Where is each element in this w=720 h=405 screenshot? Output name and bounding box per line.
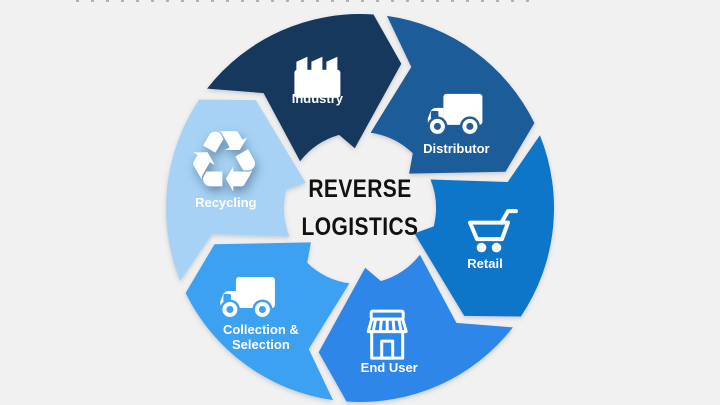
- shopping-cart-icon: [468, 209, 518, 253]
- segment-label-distributor: Distributor: [423, 141, 489, 156]
- storefront-icon: [366, 309, 408, 360]
- delivery-truck-icon: [219, 277, 275, 320]
- segment-industry: Industry: [207, 14, 402, 162]
- factory-icon: [294, 56, 341, 98]
- diagram-title-line1: REVERSE: [308, 175, 412, 203]
- segment-collection-selection: Collection &Selection: [185, 242, 350, 401]
- segment-retail: Retail: [414, 135, 555, 317]
- diagram-title-line2: LOGISTICS: [301, 213, 419, 241]
- segment-distributor: Distributor: [370, 15, 535, 174]
- segment-arrow-retail: [414, 135, 555, 317]
- segment-end-user: End User: [318, 254, 513, 402]
- segment-arrow-end-user: [318, 254, 513, 402]
- svg-text:♻: ♻: [186, 113, 262, 212]
- segment-label-industry: Industry: [292, 91, 344, 106]
- segment-label-end-user: End User: [361, 360, 418, 375]
- segment-label-retail: Retail: [467, 256, 502, 271]
- segment-label-collection-selection: Collection &Selection: [223, 322, 299, 352]
- segment-arrow-recycling: [165, 99, 306, 281]
- segment-arrow-collection-selection: [185, 242, 350, 401]
- delivery-truck-icon: [427, 93, 483, 137]
- cropped-top-text: [76, 0, 541, 2]
- segment-label-recycling: Recycling: [195, 195, 256, 210]
- recycle-icon: ♻: [186, 113, 262, 212]
- diagram-title: REVERSE LOGISTICS: [302, 170, 419, 246]
- segment-recycling: ♻Recycling: [165, 99, 306, 281]
